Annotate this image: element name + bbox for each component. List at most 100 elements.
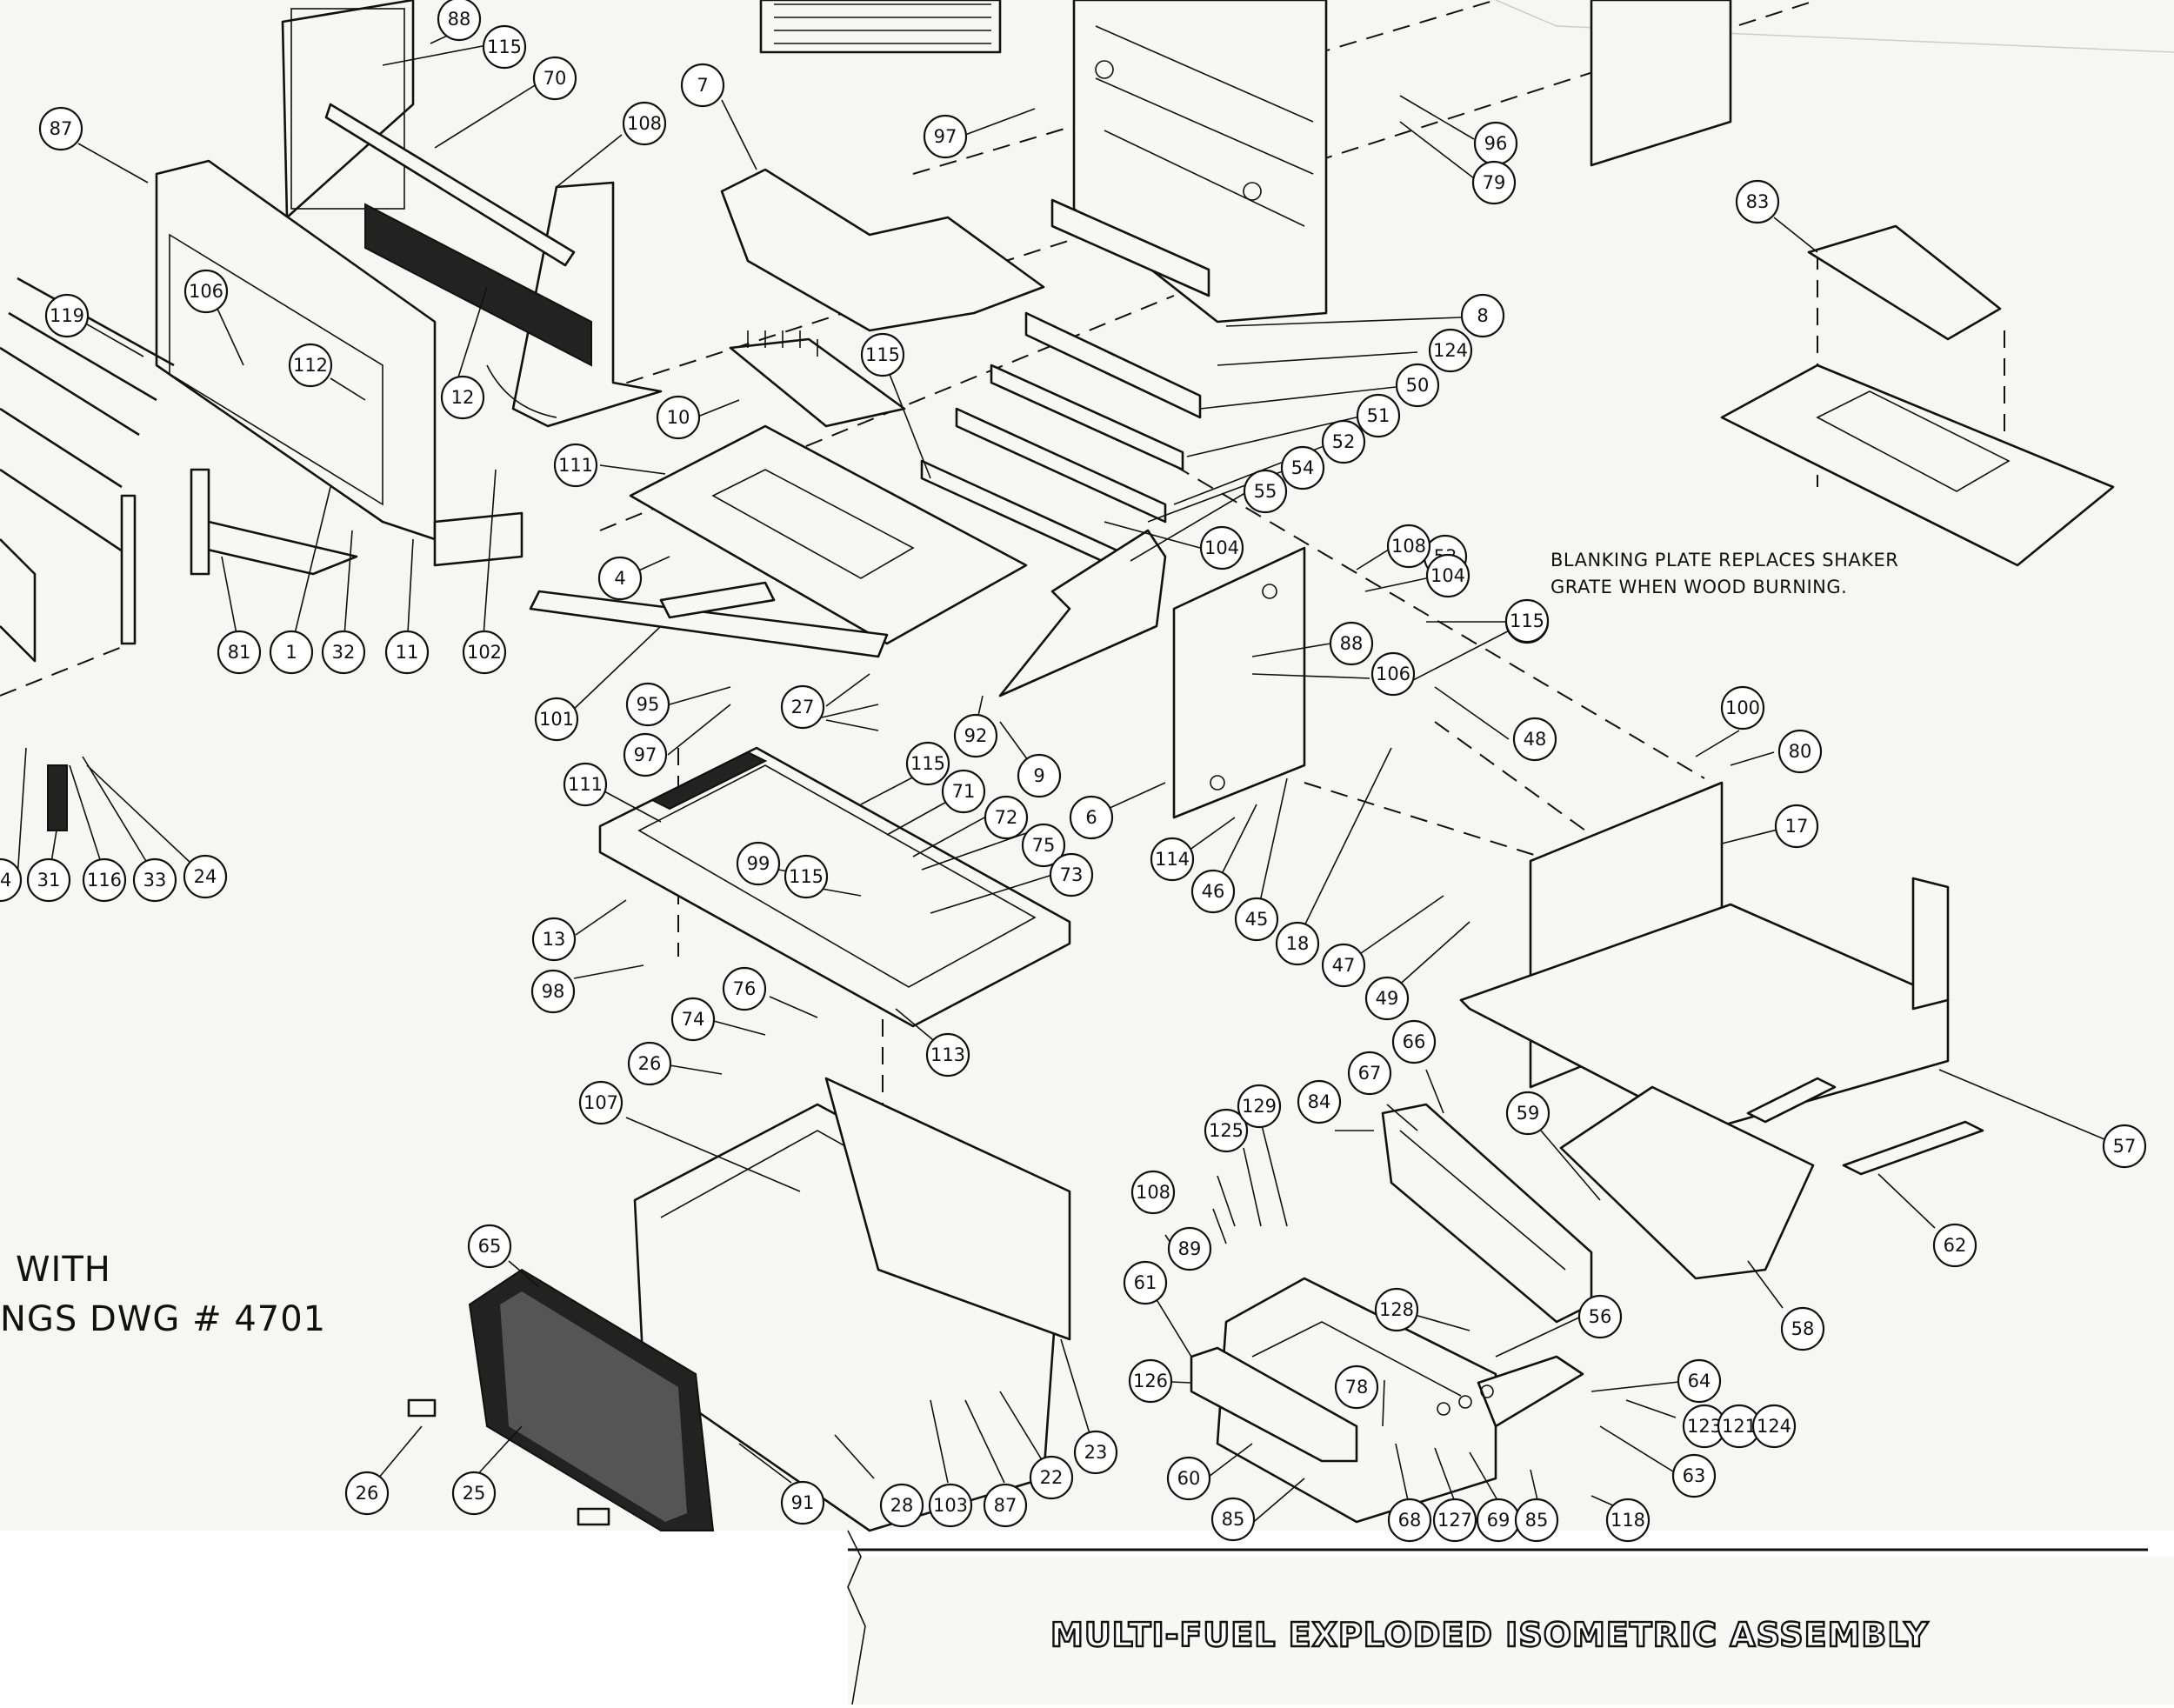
callout-bubble — [670, 997, 716, 1042]
callout-bubble — [1460, 293, 1505, 338]
callout-125: 125 — [1204, 1108, 1249, 1153]
callout-95: 95 — [625, 682, 670, 727]
callout-bubble — [1774, 804, 1819, 849]
callout-50: 50 — [1395, 363, 1440, 408]
callout-number: 10 — [667, 407, 690, 428]
callout-bubble — [627, 1041, 672, 1086]
callout-number: 107 — [584, 1092, 618, 1113]
callout-bubble — [269, 630, 314, 675]
callout-number: 104 — [1204, 537, 1239, 558]
callout-bubble — [1017, 753, 1062, 798]
callout-number: 46 — [1202, 881, 1225, 902]
callout-bubble — [1370, 651, 1416, 697]
callout-34: 34 — [0, 857, 23, 903]
callout-number: 31 — [37, 870, 61, 891]
callout-number: 98 — [542, 981, 565, 1002]
callout-bubble — [1777, 729, 1823, 774]
callout-45: 45 — [1234, 897, 1279, 942]
callout-67: 67 — [1347, 1051, 1392, 1096]
callout-83: 83 — [1735, 179, 1780, 224]
callout-number: 115 — [487, 37, 522, 57]
callout-bubble — [44, 293, 90, 338]
callout-number: 115 — [865, 344, 900, 365]
callout-107: 107 — [578, 1080, 624, 1125]
callout-number: 71 — [952, 781, 976, 802]
callout-number: 62 — [1944, 1235, 1967, 1256]
callout-bubble — [183, 269, 229, 314]
callout-bubble — [953, 713, 998, 758]
callout-number: 24 — [194, 866, 217, 887]
callout-number: 103 — [933, 1495, 968, 1516]
callout-bubble — [780, 1480, 825, 1525]
callout-11: 11 — [384, 630, 430, 675]
callout-number: 11 — [396, 642, 419, 663]
callout-47: 47 — [1321, 943, 1366, 988]
callout-number: 101 — [539, 709, 574, 730]
callout-96: 96 — [1473, 121, 1518, 166]
callout-106: 106 — [1370, 651, 1416, 697]
callout-bubble — [38, 106, 83, 151]
edge-text-line-1: WITH — [16, 1250, 111, 1290]
callout-115: 115 — [482, 24, 527, 70]
callout-number: 116 — [87, 870, 122, 891]
callout-bubble — [1720, 685, 1765, 731]
callout-98: 98 — [530, 969, 576, 1014]
callout-127: 127 — [1432, 1498, 1477, 1543]
callout-26: 26 — [344, 1471, 390, 1516]
callout-bubble — [780, 684, 825, 730]
callout-104: 104 — [1425, 553, 1470, 598]
callout-bubble — [1751, 1404, 1797, 1449]
callout-48: 48 — [1512, 717, 1557, 762]
callout-119: 119 — [44, 293, 90, 338]
callout-124: 124 — [1751, 1404, 1797, 1449]
callout-74: 74 — [670, 997, 716, 1042]
callout-bubble — [451, 1471, 497, 1516]
callout-85: 85 — [1514, 1498, 1559, 1543]
callout-number: 87 — [50, 118, 73, 139]
note-line-2: GRATE WHEN WOOD BURNING. — [1550, 577, 1847, 597]
callout-bubble — [1073, 1430, 1118, 1475]
callout-bubble — [1210, 1497, 1256, 1542]
callout-116: 116 — [82, 857, 127, 903]
callout-106: 106 — [183, 269, 229, 314]
callout-number: 48 — [1524, 729, 1547, 750]
callout-number: 64 — [1688, 1371, 1711, 1391]
callout-number: 129 — [1242, 1096, 1277, 1117]
callout-92: 92 — [953, 713, 998, 758]
callout-number: 55 — [1254, 481, 1277, 502]
callout-bubble — [534, 697, 579, 742]
callout-61: 61 — [1123, 1260, 1168, 1305]
callout-bubble — [1932, 1223, 1977, 1268]
callout-bubble — [1297, 1079, 1342, 1124]
callout-number: 115 — [789, 866, 824, 887]
callout-number: 85 — [1222, 1509, 1245, 1530]
callout-bubble — [784, 854, 829, 899]
callout-number: 76 — [733, 978, 757, 999]
callout-bubble — [984, 795, 1029, 840]
callout-number: 66 — [1403, 1031, 1426, 1052]
callout-number: 89 — [1178, 1238, 1202, 1259]
callout-number: 80 — [1789, 741, 1812, 762]
callout-bubble — [1321, 943, 1366, 988]
callout-bubble — [1471, 160, 1517, 205]
callout-bubble — [1049, 852, 1094, 897]
callout-number: 59 — [1517, 1103, 1540, 1124]
callout-number: 33 — [143, 870, 167, 891]
callout-8: 8 — [1460, 293, 1505, 338]
callout-number: 84 — [1308, 1091, 1331, 1112]
callout-88: 88 — [1329, 621, 1374, 666]
callout-bubble — [1237, 1084, 1282, 1129]
callout-bubble — [82, 857, 127, 903]
callout-bubble — [597, 556, 643, 601]
note-line-1: BLANKING PLATE REPLACES SHAKER — [1550, 550, 1898, 570]
callout-bubble — [1234, 897, 1279, 942]
callout-number: 79 — [1483, 172, 1506, 193]
callout-bubble — [1166, 1456, 1211, 1501]
callout-number: 99 — [747, 853, 770, 874]
callout-66: 66 — [1391, 1019, 1437, 1064]
callout-bubble — [622, 101, 667, 146]
callout-bubble — [983, 1483, 1028, 1528]
callout-bubble — [680, 63, 725, 108]
